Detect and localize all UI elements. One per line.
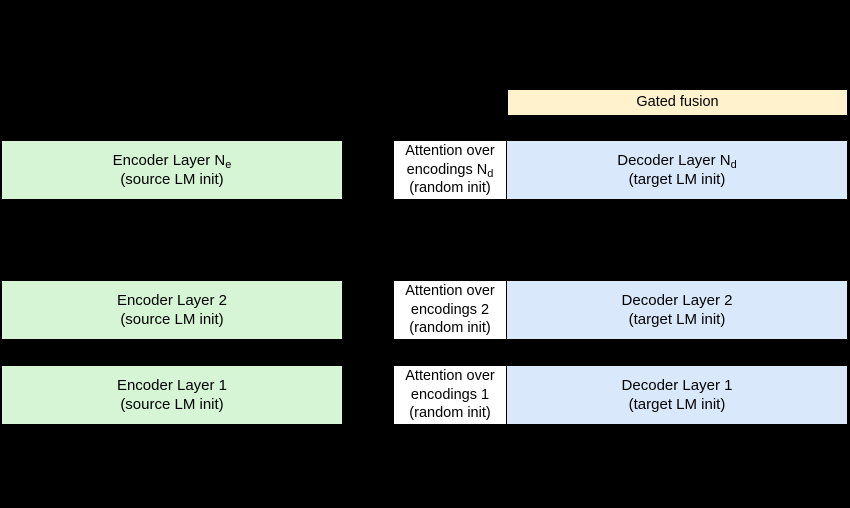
gated-fusion-label: Gated fusion — [636, 94, 719, 110]
attention-layer-2: Attention over encodings 2 (random init) — [393, 280, 507, 340]
attention-layer-1-line2: encodings 1 — [410, 386, 490, 403]
attention-layer-2-line2: encodings 2 — [410, 301, 490, 318]
attention-layer-2-line1: Attention over — [405, 283, 495, 300]
decoder-layer-2-init: (target LM init) — [628, 311, 726, 328]
attention-layer-1-line1: Attention over — [405, 368, 495, 385]
decoder-layer-1-init: (target LM init) — [628, 396, 726, 413]
decoder-layer-nd-init: (target LM init) — [628, 171, 726, 188]
attention-layer-nd: Attention over encodings Nd (random init… — [393, 140, 507, 200]
encoder-layer-ne-subscript: e — [225, 159, 232, 171]
attention-layer-2-init: (random init) — [409, 320, 491, 337]
decoder-layer-nd: Decoder Layer Nd (target LM init) — [506, 140, 848, 200]
attention-layer-1: Attention over encodings 1 (random init) — [393, 365, 507, 425]
encoder-layer-ne-label: Encoder Layer N — [112, 152, 226, 169]
attention-layer-1-init: (random init) — [409, 405, 491, 422]
decoder-layer-1-label: Decoder Layer 1 — [621, 377, 733, 394]
decoder-layer-nd-subscript: d — [730, 159, 737, 171]
decoder-layer-2-label: Decoder Layer 2 — [621, 292, 733, 309]
decoder-layer-nd-label: Decoder Layer N — [617, 152, 731, 169]
encoder-layer-2: Encoder Layer 2 (source LM init) — [1, 280, 343, 340]
attention-layer-nd-line1: Attention over — [405, 143, 495, 160]
encoder-layer-2-label: Encoder Layer 2 — [116, 292, 228, 309]
encoder-layer-1-label: Encoder Layer 1 — [116, 377, 228, 394]
attention-layer-nd-line2: encodings N — [406, 161, 488, 178]
decoder-layer-1: Decoder Layer 1 (target LM init) — [506, 365, 848, 425]
encoder-layer-2-init: (source LM init) — [120, 311, 224, 328]
encoder-layer-ne: Encoder Layer Ne (source LM init) — [1, 140, 343, 200]
decoder-layer-2: Decoder Layer 2 (target LM init) — [506, 280, 848, 340]
gated-fusion-box: Gated fusion — [507, 89, 848, 116]
encoder-layer-1-init: (source LM init) — [120, 396, 224, 413]
encoder-layer-1: Encoder Layer 1 (source LM init) — [1, 365, 343, 425]
encoder-layer-ne-init: (source LM init) — [120, 171, 224, 188]
attention-layer-nd-init: (random init) — [409, 180, 491, 197]
attention-layer-nd-subscript: d — [487, 167, 494, 180]
